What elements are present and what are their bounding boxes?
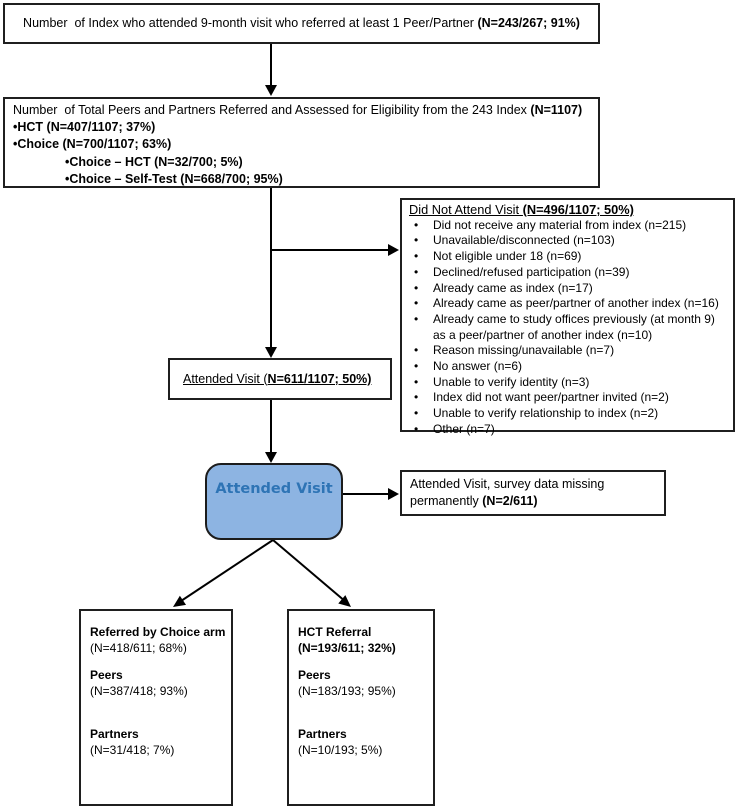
survey-missing-normal: Attended Visit, survey data missing perm… [410, 477, 608, 508]
did-not-attend-title-normal: Did Not Attend Visit [409, 202, 523, 217]
list-item: Already came as peer/partner of another … [409, 296, 726, 312]
list-item: Not eligible under 18 (n=69) [409, 249, 726, 265]
arrowhead-referred-to-attended [265, 347, 277, 358]
attended-count-normal: Attended Visit ( [183, 371, 268, 386]
list-item-text: Already came to study offices previously… [433, 311, 715, 342]
hct-referral-n: (N=193/611; 32%) [298, 641, 396, 655]
index-attended-text-n: (N=243/267; 91%) [477, 16, 580, 31]
did-not-attend-title-n: (N=496/1107; 50%) [522, 202, 634, 217]
survey-missing-n: (N=2/611) [482, 494, 538, 508]
list-item: Unavailable/disconnected (n=103) [409, 233, 726, 249]
list-item-text: Declined/refused participation (n=39) [433, 264, 630, 279]
arrowhead-did-not-attend [388, 244, 399, 256]
index-attended-text-normal: Number of Index who attended 9-month vis… [23, 16, 478, 31]
arrow-main-to-choice [177, 539, 274, 604]
attended-count-n: N=611/1107; 50%) [267, 371, 372, 386]
list-item-text: Reason missing/unavailable (n=7) [433, 343, 615, 358]
choice-arm-title: Referred by Choice arm [90, 625, 226, 639]
arrowhead-index-to-referred [265, 85, 277, 96]
referred-title-n: (N=1107) [530, 103, 583, 117]
referred-title-normal: Number of Total Peers and Partners Refer… [13, 103, 531, 117]
list-item: Declined/refused participation (n=39) [409, 265, 726, 281]
list-item-text: Not eligible under 18 (n=69) [433, 249, 582, 264]
list-item-text: Already came as peer/partner of another … [433, 296, 719, 311]
list-item: Index did not want peer/partner invited … [409, 390, 726, 406]
list-item: Unable to verify relationship to index (… [409, 406, 726, 422]
hct-peers-n: (N=183/193; 95%) [298, 684, 396, 698]
index-attended-text: Number of Index who attended 9-month vis… [23, 15, 580, 32]
list-item-text: Unable to verify relationship to index (… [433, 406, 659, 421]
referred-bullet-choice-hct: •Choice – HCT (N=32/700; 5%) [65, 154, 243, 169]
list-item-text: Already came as index (n=17) [433, 280, 593, 295]
hct-peers-label: Peers [298, 668, 331, 682]
list-item: Did not receive any material from index … [409, 218, 726, 234]
choice-arm-n: (N=418/611; 68%) [90, 641, 187, 655]
list-item: Other (n=7) [409, 422, 726, 438]
arrowhead-attended-main [265, 452, 277, 463]
referred-bullet-choice: •Choice (N=700/1107; 63%) [13, 137, 172, 152]
survey-missing-box: Attended Visit, survey data missing perm… [400, 470, 666, 516]
hct-partners-label: Partners [298, 727, 347, 741]
list-item: No answer (n=6) [409, 359, 726, 375]
attended-visit-count-box: Attended Visit (N=611/1107; 50%) [168, 358, 392, 400]
list-item-text: Unavailable/disconnected (n=103) [433, 233, 615, 248]
hct-referral-box: HCT Referral (N=193/611; 32%) Peers (N=1… [287, 609, 435, 806]
arrowhead-survey [388, 488, 399, 500]
referred-title: Number of Total Peers and Partners Refer… [13, 102, 590, 119]
hct-partners-n: (N=10/193; 5%) [298, 743, 383, 757]
list-item-text: Other (n=7) [433, 421, 495, 436]
referred-bullet-choice-selftest: •Choice – Self-Test (N=668/700; 95%) [65, 171, 283, 186]
did-not-attend-title: Did Not Attend Visit (N=496/1107; 50%) [409, 202, 726, 218]
referred-bullet-hct: •HCT (N=407/1107; 37%) [13, 120, 156, 135]
list-item-text: Unable to verify identity (n=3) [433, 374, 590, 389]
choice-arm-partners-label: Partners [90, 727, 139, 741]
choice-arm-peers-label: Peers [90, 668, 123, 682]
did-not-attend-box: Did Not Attend Visit (N=496/1107; 50%) D… [400, 198, 735, 436]
referred-assessed-box: Number of Total Peers and Partners Refer… [3, 97, 600, 188]
choice-arm-partners-n: (N=31/418; 7%) [90, 743, 175, 757]
attended-visit-node-label: Attended Visit [215, 481, 333, 497]
list-item: Reason missing/unavailable (n=7) [409, 343, 726, 359]
hct-referral-title: HCT Referral [298, 625, 372, 639]
list-item: Already came to study offices previously… [409, 312, 726, 343]
choice-arm-peers-n: (N=387/418; 93%) [90, 684, 188, 698]
attended-visit-count-text: Attended Visit (N=611/1107; 50%) [183, 371, 371, 388]
list-item-text: No answer (n=6) [433, 359, 523, 374]
did-not-attend-list: Did not receive any material from index … [409, 218, 726, 438]
list-item-text: Index did not want peer/partner invited … [433, 390, 669, 405]
list-item-text: Did not receive any material from index … [433, 217, 687, 232]
choice-arm-box: Referred by Choice arm (N=418/611; 68%) … [79, 609, 233, 806]
index-attended-box: Number of Index who attended 9-month vis… [3, 3, 600, 44]
list-item: Unable to verify identity (n=3) [409, 375, 726, 391]
attended-visit-node: Attended Visit [205, 463, 343, 540]
arrow-main-to-hct [272, 539, 347, 603]
list-item: Already came as index (n=17) [409, 281, 726, 297]
